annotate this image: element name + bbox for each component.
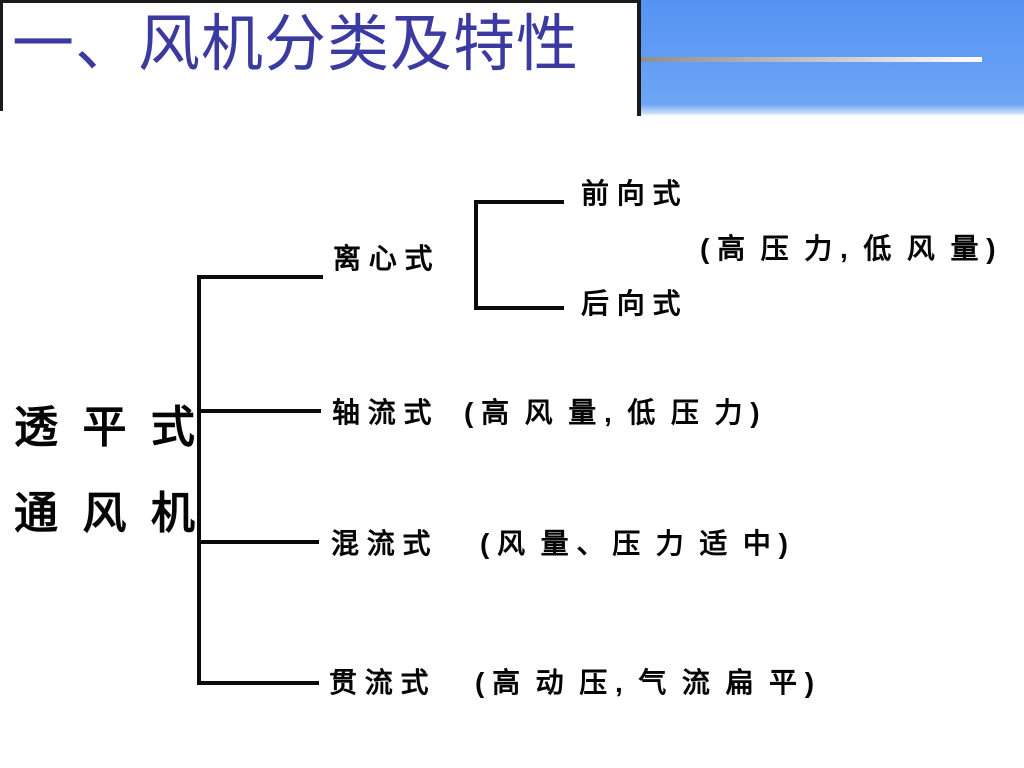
slide-title: 一、风机分类及特性	[12, 11, 580, 79]
note-axial: ( 高 风 量 , 低 压 力 )	[464, 397, 760, 428]
node-label-axial: 轴 流 式	[332, 397, 432, 428]
sub-tree-trunk-line	[474, 200, 478, 310]
title-frame	[0, 0, 637, 111]
root-node-label-line1: 透 平 式	[14, 403, 195, 452]
branch-line-mixed	[197, 540, 319, 544]
header-gradient-rule	[641, 57, 982, 62]
sub-branch-line-backward	[474, 306, 564, 310]
branch-line-crossflow	[197, 681, 319, 685]
node-label-forward: 前 向 式	[581, 178, 681, 209]
branch-line-axial	[197, 409, 321, 413]
root-node-label-line2: 通 风 机	[14, 489, 195, 538]
sub-branch-line-forward	[474, 200, 564, 204]
tree-trunk-line	[197, 275, 201, 685]
branch-line-centrifugal	[197, 275, 323, 279]
node-label-centrifugal: 离 心 式	[333, 243, 433, 274]
note-mixed-flow: ( 风 量 、 压 力 适 中 )	[480, 528, 789, 559]
header-divider-line	[637, 0, 641, 116]
node-label-backward: 后 向 式	[581, 288, 681, 319]
node-label-mixed-flow: 混 流 式	[331, 528, 431, 559]
note-cross-flow: ( 高 动 压 , 气 流 扁 平 )	[475, 667, 815, 698]
node-label-cross-flow: 贯 流 式	[329, 667, 429, 698]
note-centrifugal: ( 高 压 力 , 低 风 量 )	[700, 233, 996, 264]
